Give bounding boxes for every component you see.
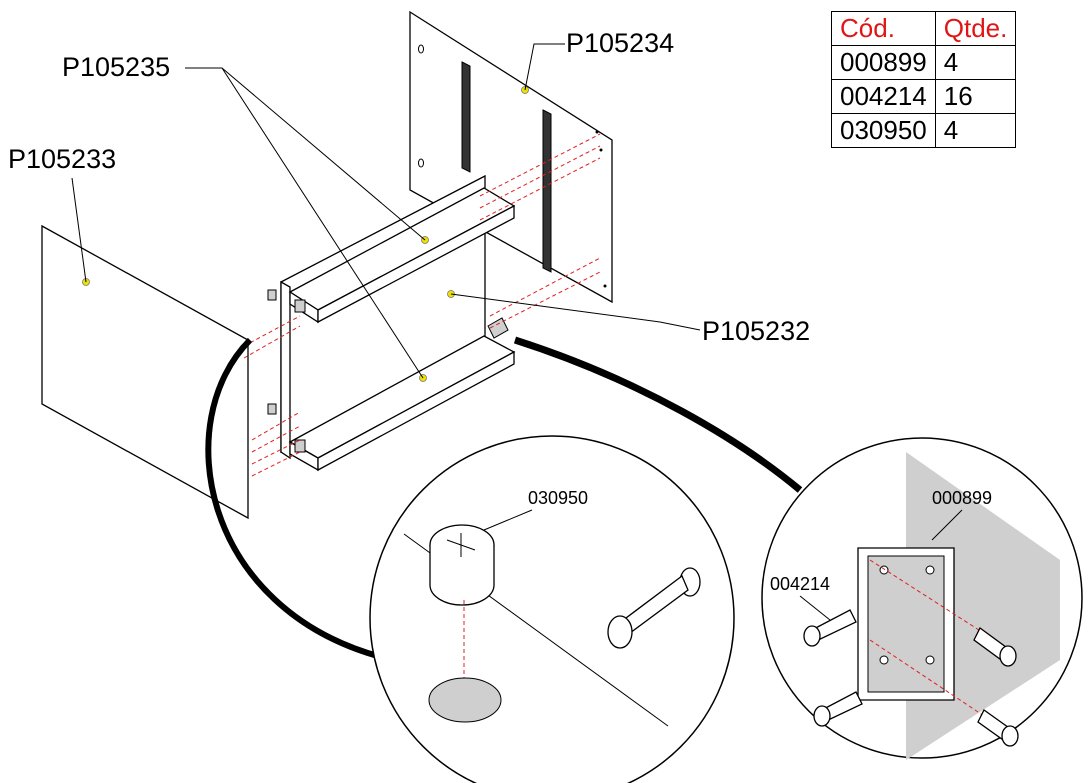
label-p105233: P105233: [8, 144, 116, 174]
label-cam-lock: 030950: [528, 488, 588, 508]
table-row: 004214 16: [831, 79, 1017, 114]
label-screw: 004214: [770, 574, 830, 594]
leader-bracket: [931, 509, 963, 541]
part-code: 000899: [831, 45, 936, 80]
label-p105235: P105235: [62, 52, 170, 82]
screw-left-bottom: [813, 691, 863, 727]
screw-right-top: [973, 627, 1017, 667]
left-panel: [41, 224, 249, 520]
screw-left-top: [803, 609, 857, 647]
part-quantity: 4: [934, 113, 1017, 148]
header-code: Cód.: [831, 11, 936, 46]
part-quantity: 4: [934, 45, 1017, 80]
parts-table-header: Cód. Qtde.: [831, 11, 1017, 46]
label-p105234: P105234: [566, 28, 674, 58]
part-code: 030950: [831, 113, 936, 148]
connector-bracket: [513, 336, 803, 493]
dowel-lines: [243, 133, 601, 477]
label-bracket: 000899: [932, 488, 992, 508]
connector-cam: [205, 337, 386, 661]
parts-table: Cód. Qtde. 000899 4 004214 16 030950 4: [831, 11, 1017, 148]
screw-right-bottom: [977, 709, 1019, 747]
leader-cam: [483, 509, 533, 531]
detail-bracket: [761, 437, 1083, 760]
hardware-marks: [267, 289, 509, 453]
label-p105232: P105232: [702, 316, 810, 346]
part-code: 004214: [831, 79, 936, 114]
part-quantity: 16: [934, 79, 1017, 114]
leader-lines: [71, 43, 701, 379]
back-panel: [409, 10, 613, 304]
detail-cam-lock: [369, 435, 735, 783]
table-row: 030950 4: [831, 113, 1017, 148]
leader-screw: [799, 595, 831, 621]
table-row: 000899 4: [831, 45, 1017, 80]
connecting-bolt: [607, 567, 701, 649]
header-quantity: Qtde.: [934, 11, 1017, 46]
